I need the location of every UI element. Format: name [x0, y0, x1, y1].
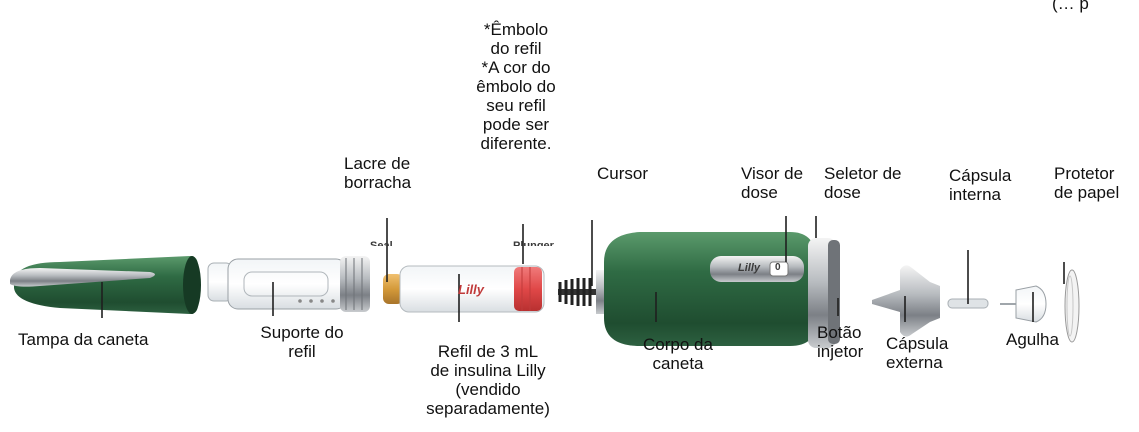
label-embolo: *Êmbolo do refil *A cor do êmbolo do seu… — [476, 20, 556, 153]
label-seletor: Seletor de dose — [824, 164, 902, 202]
pen-brand: Lilly — [738, 262, 761, 274]
dose-window-value: 0 — [775, 262, 781, 273]
pen-cap — [10, 256, 201, 314]
cartridge-holder — [207, 256, 370, 312]
insulin-cartridge — [383, 265, 545, 313]
label-cursor: Cursor — [597, 164, 649, 183]
label-agulha: Agulha — [1006, 330, 1059, 349]
label-protetor: Protetor de papel — [1054, 164, 1120, 202]
label-suporte: Suporte do refil — [260, 323, 344, 361]
label-refil: Refil de 3 mL de insulina Lilly (vendido… — [426, 342, 550, 418]
label-tampa: Tampa da caneta — [18, 330, 149, 349]
label-visor: Visor de dose — [741, 164, 804, 202]
label-capsula-externa: Cápsula externa — [886, 334, 949, 372]
paper-tab — [1064, 269, 1080, 343]
label-lacre: Lacre de borracha — [344, 154, 412, 192]
clipped-seal-label: Seal — [370, 240, 393, 246]
pen-body — [558, 232, 840, 348]
label-botao: Botão injetor — [817, 323, 864, 361]
outer-needle-cap — [872, 265, 940, 337]
leader-lines — [101, 216, 1065, 322]
needle — [1000, 285, 1047, 323]
label-corpo: Corpo da caneta — [643, 335, 713, 373]
clipped-plunger-label: Plunger — [513, 240, 554, 246]
label-capsula-interna: Cápsula interna — [949, 166, 1012, 204]
corner-clipped-text: (… p — [1052, 0, 1089, 13]
cartridge-brand: Lilly — [458, 282, 485, 297]
